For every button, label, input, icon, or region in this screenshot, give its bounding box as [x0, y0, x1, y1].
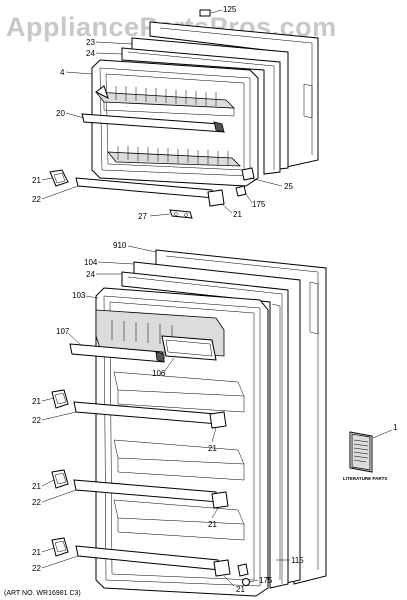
callout-125: 125: [223, 5, 237, 14]
callout-22-top: 22: [32, 195, 41, 204]
callout-103: 103: [72, 291, 86, 300]
freezer-leader-lines: [41, 9, 283, 217]
cap-row-1-right: [209, 411, 227, 429]
callout-910: 910: [113, 241, 127, 250]
callout-21-row1-left: 21: [32, 397, 41, 406]
freezer-cap-right: [207, 189, 225, 207]
callout-labels: 125 23 24 4 20 25 21 22 175 27 21 910 10…: [32, 5, 398, 594]
callout-21-row3-left: 21: [32, 548, 41, 557]
callout-21-row1-right: 21: [208, 444, 217, 453]
callout-115: 115: [291, 556, 304, 565]
cap-row-3-left: [51, 537, 69, 557]
art-number: (ART NO. WR16981 C3): [4, 590, 81, 597]
callout-21-row2-left: 21: [32, 482, 41, 491]
freezer-door-assembly: [49, 9, 319, 219]
freezer-part-175: [235, 185, 247, 197]
cap-row-2-right: [211, 491, 229, 509]
cap-row-3-right: [213, 559, 231, 577]
callout-23: 23: [86, 38, 95, 47]
cap-row-1-left: [51, 389, 69, 409]
callout-175-bottom: 175: [259, 576, 273, 585]
callout-24-top: 24: [86, 49, 95, 58]
literature-label: LITERATURE PARTS: [343, 476, 387, 481]
fresh-food-leader-lines: [41, 245, 290, 587]
callout-175-top: 175: [252, 200, 266, 209]
freezer-lower-shelf: [107, 151, 241, 167]
callout-22-row3: 22: [32, 564, 41, 573]
callout-1: 1: [393, 423, 398, 432]
callout-24-bottom: 24: [86, 270, 95, 279]
callout-21-row3-right: 21: [236, 585, 245, 594]
fresh-food-part-175: [237, 563, 249, 577]
callout-20: 20: [56, 109, 65, 118]
callout-22-row1: 22: [32, 416, 41, 425]
dairy-door: [161, 335, 217, 361]
fresh-food-part-175-washer: [242, 578, 250, 586]
callout-4: 4: [60, 68, 65, 77]
callout-21-row2-right: 21: [208, 520, 217, 529]
callout-104: 104: [84, 258, 98, 267]
fresh-food-gasket-inner: [121, 271, 289, 589]
callout-27: 27: [138, 212, 147, 221]
freezer-cap-left: [49, 169, 69, 187]
freezer-part-25: [241, 167, 255, 181]
part-27: [169, 209, 193, 219]
callout-107: 107: [56, 327, 70, 336]
callout-21-top-left: 21: [32, 176, 41, 185]
literature-parts: LITERATURE PARTS: [343, 429, 393, 481]
callout-21-top-right: 21: [233, 210, 242, 219]
callout-22-row2: 22: [32, 498, 41, 507]
callout-25: 25: [284, 182, 293, 191]
fresh-food-door-assembly: [51, 249, 327, 597]
callout-106: 106: [152, 369, 166, 378]
cap-row-2-left: [51, 469, 69, 489]
freezer-gasket-inner: [121, 47, 281, 175]
part-125: [199, 9, 211, 17]
